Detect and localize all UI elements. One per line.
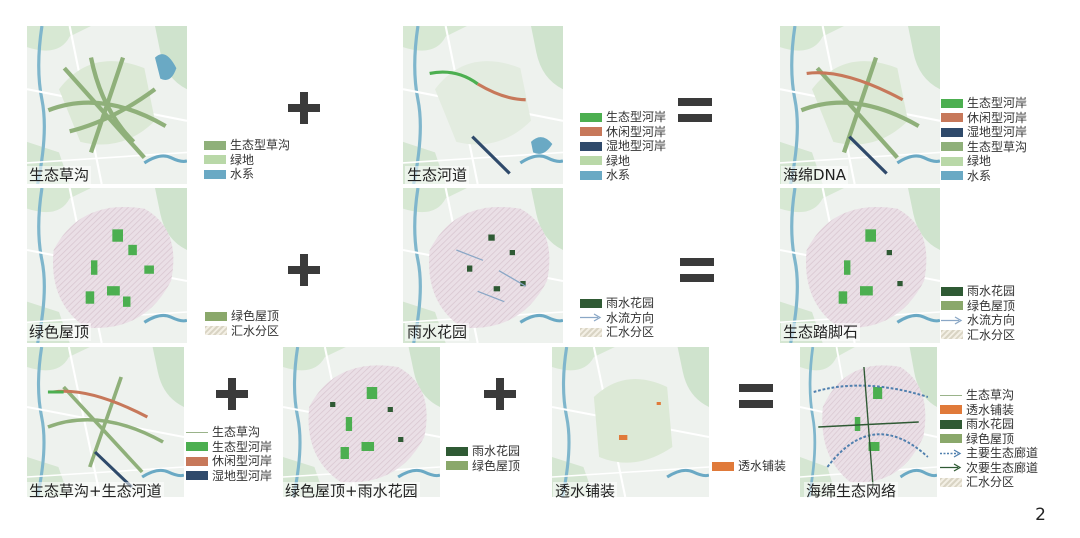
caption-green-roof: 绿色屋顶 <box>27 323 92 341</box>
legend-eco-river: 生态型河岸 休闲型河岸 湿地型河岸 绿地 水系 <box>580 110 666 183</box>
map-swale-plus-river <box>27 347 184 497</box>
caption-eco-river: 生态河道 <box>405 166 470 184</box>
plus-operator <box>216 378 248 410</box>
map-eco-swale <box>27 26 187 184</box>
caption-rain-garden: 雨水花园 <box>405 323 470 341</box>
map-green-roof <box>27 188 187 343</box>
legend-green-roof: 绿色屋顶 汇水分区 <box>205 309 279 338</box>
equals-operator <box>739 384 773 408</box>
legend-eco-swale: 生态型草沟 绿地 水系 <box>204 138 290 182</box>
map-sponge-dna <box>780 26 940 184</box>
map-roof-plus-garden <box>283 347 440 497</box>
arrow-icon <box>940 463 962 472</box>
plus-operator <box>484 378 516 410</box>
legend-roof-plus-garden: 雨水花园 绿色屋顶 <box>446 444 520 473</box>
dashed-arrow-icon <box>940 449 962 458</box>
equals-operator <box>680 258 714 282</box>
map-eco-river <box>403 26 563 184</box>
legend-sponge-dna: 生态型河岸 休闲型河岸 湿地型河岸 生态型草沟 绿地 水系 <box>941 96 1027 183</box>
map-eco-stepping-stone <box>780 188 940 343</box>
swatch-water <box>204 169 226 179</box>
map-permeable-paving <box>552 347 709 497</box>
caption-swale-plus-river: 生态草沟+生态河道 <box>27 482 164 500</box>
map-rain-garden <box>403 188 563 343</box>
page-number: 2 <box>1035 505 1046 525</box>
arrow-icon <box>941 316 963 325</box>
legend-permeable-paving: 透水铺装 <box>712 459 786 474</box>
plus-operator <box>288 92 320 124</box>
map-sponge-eco-network <box>800 347 937 497</box>
legend-eco-stepping-stone: 雨水花园 绿色屋顶 水流方向 汇水分区 <box>941 284 1015 342</box>
arrow-icon <box>580 313 602 322</box>
swatch-green <box>204 155 226 165</box>
plus-operator <box>288 254 320 286</box>
legend-rain-garden: 雨水花园 水流方向 汇水分区 <box>580 296 654 340</box>
caption-sponge-eco-network: 海绵生态网络 <box>804 482 899 500</box>
caption-permeable-paving: 透水铺装 <box>553 482 618 500</box>
legend-sponge-eco-network: 生态草沟 透水铺装 雨水花园 绿色屋顶 主要生态廊道 次要生态廊道 汇水分区 <box>940 388 1038 490</box>
equals-operator <box>678 98 712 122</box>
caption-eco-stepping-stone: 生态踏脚石 <box>781 323 861 341</box>
caption-sponge-dna: 海绵DNA <box>781 166 849 184</box>
swatch-eco-swale <box>204 140 226 150</box>
legend-swale-plus-river: 生态草沟 生态型河岸 休闲型河岸 湿地型河岸 <box>186 425 272 483</box>
caption-eco-swale: 生态草沟 <box>27 166 92 184</box>
caption-roof-plus-garden: 绿色屋顶+雨水花园 <box>283 482 420 500</box>
